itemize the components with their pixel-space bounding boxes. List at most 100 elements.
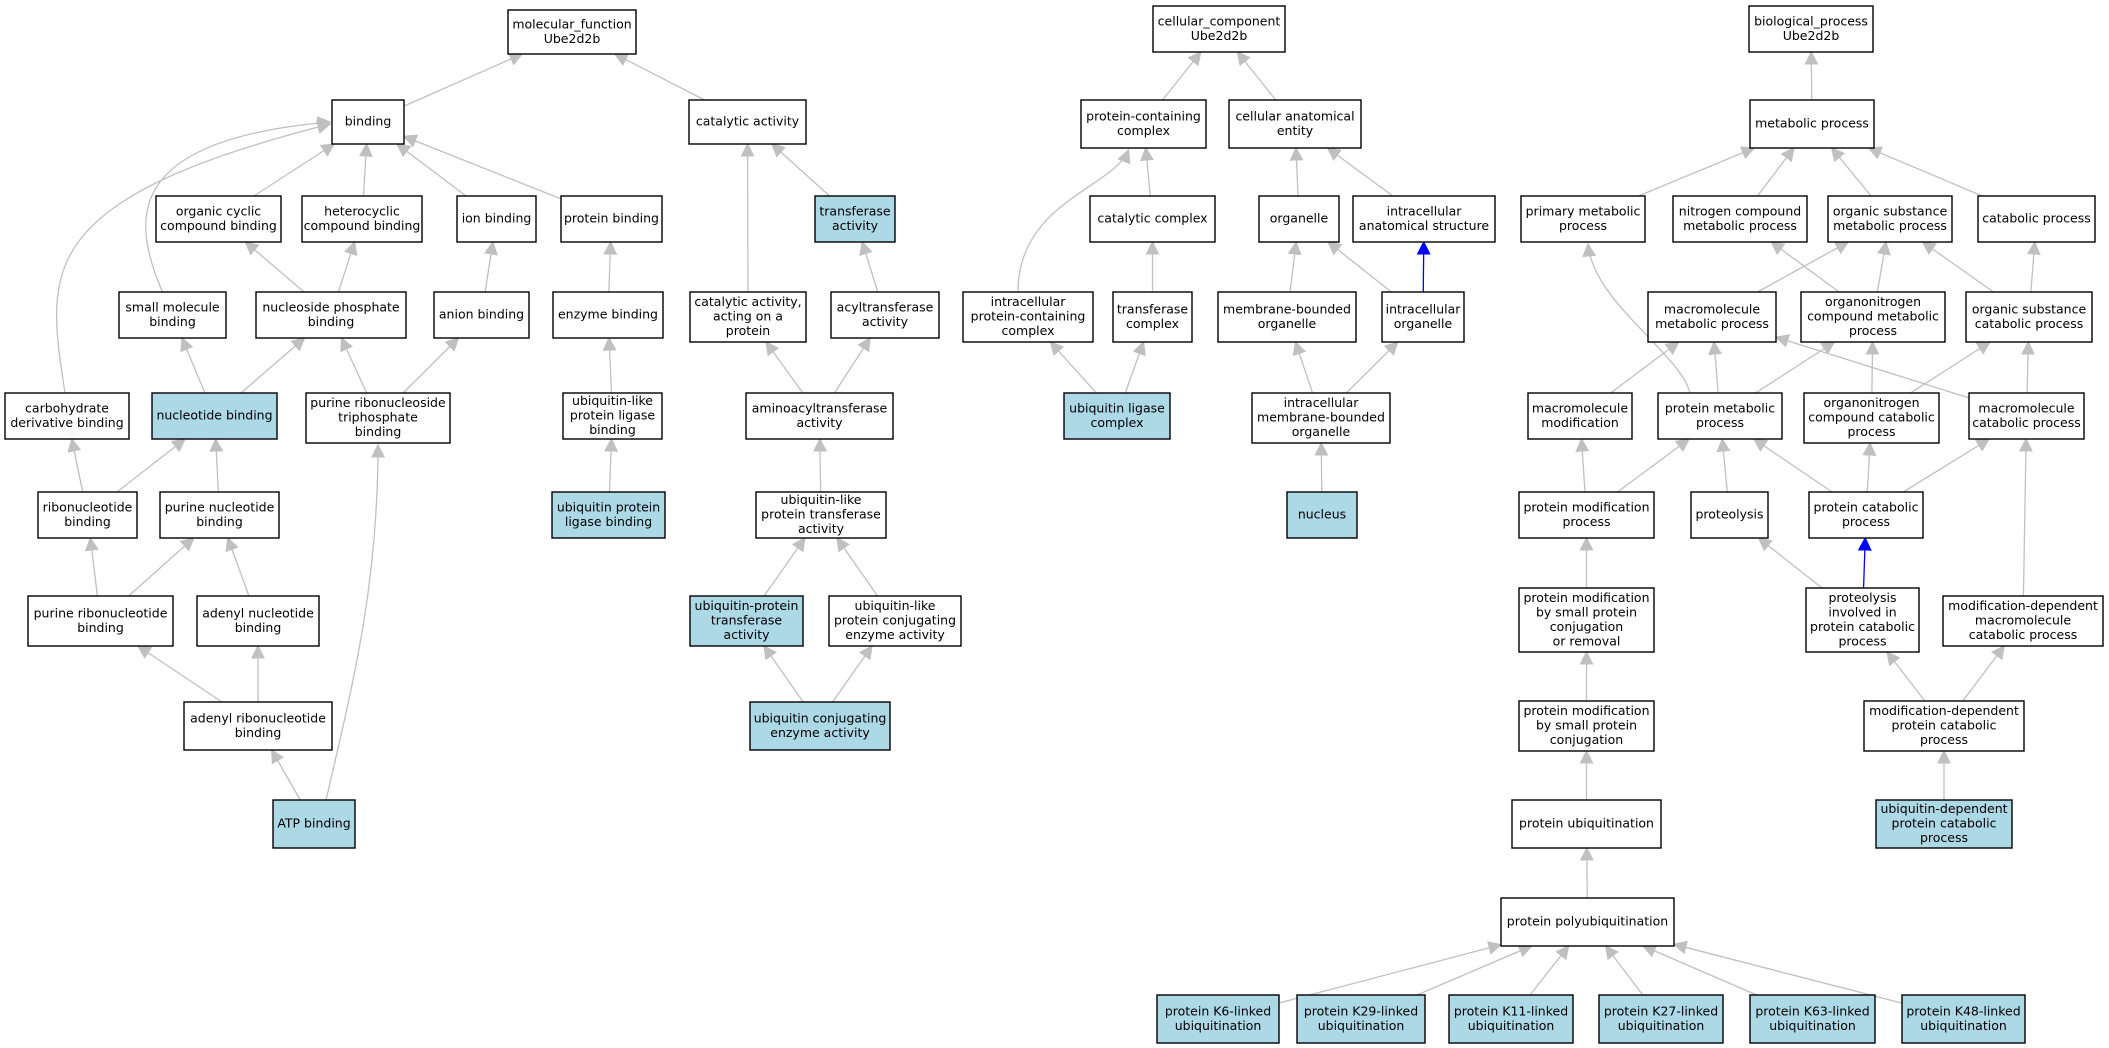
node-label-line: nucleus [1298,507,1346,522]
go-term-node-cat-complex[interactable]: catalytic complex [1089,195,1216,243]
edge-line [271,748,301,801]
go-term-node-protein-binding[interactable]: protein binding [560,195,663,243]
edge-acyltrans-to-transferase [859,240,879,293]
go-term-node-atp[interactable]: ATP binding [272,799,356,849]
edge-k27-to-polyubiq [1604,944,1644,996]
go-term-node-prot-ubiq[interactable]: protein ubiquitination [1511,799,1662,849]
go-term-node-ion-binding[interactable]: ion binding [456,195,537,243]
go-term-node-anion[interactable]: anion binding [433,291,530,339]
edge-cat-complex-to-prot-complex [1139,146,1154,197]
edge-line [1862,441,1877,493]
go-term-node-nucleotide-binding[interactable]: nucleotide binding [151,392,278,440]
node-label-line: protein metabolic [1665,400,1775,415]
go-term-node-proteolysis[interactable]: proteolysis [1690,491,1769,539]
go-term-node-polyubiq[interactable]: protein polyubiquitination [1500,897,1675,947]
node-label-line: catabolic process [1982,211,2091,226]
go-term-node-catabolic[interactable]: catabolic process [1977,195,2096,243]
edge-line [209,437,224,493]
node-label-line: protein catabolic [1814,499,1919,514]
node-label-line: complex [1091,415,1144,430]
edge-line [603,240,618,293]
edge-line [2021,340,2036,394]
node-label-line: organonitrogen [1825,294,1921,309]
node-label-line: ribonucleotide [43,499,133,514]
go-term-node-enzyme-binding[interactable]: enzyme binding [552,291,664,339]
edge-mod-dep-macro-cat-to-macro-cat [2018,437,2033,597]
go-term-node-mod-dep-macro-cat[interactable]: modification-dependentmacromoleculecatab… [1942,595,2104,647]
node-box [1863,700,2025,752]
node-box [828,595,962,647]
edge-ub-ligase-complex-to-intra-prot-complex [1049,340,1097,394]
node-label-line: purine ribonucleotide [34,605,168,620]
edge-line [240,337,306,394]
node-label-line: binding [196,514,243,529]
edge-line [765,340,804,394]
go-term-node-binding[interactable]: binding [331,99,405,145]
node-label-line: catabolic process [1975,316,2084,331]
go-term-node-organelle[interactable]: organelle [1258,195,1340,243]
go-term-node-nucleus[interactable]: nucleus [1286,491,1358,539]
go-term-node-metabolic[interactable]: metabolic process [1749,99,1875,149]
go-term-node-catalytic[interactable]: catalytic activity [688,99,807,145]
node-label-line: protein modification [1524,590,1650,605]
node-label-line: protein modification [1524,499,1650,514]
edge-nucleus-to-intra-mem-organelle [1314,441,1329,493]
